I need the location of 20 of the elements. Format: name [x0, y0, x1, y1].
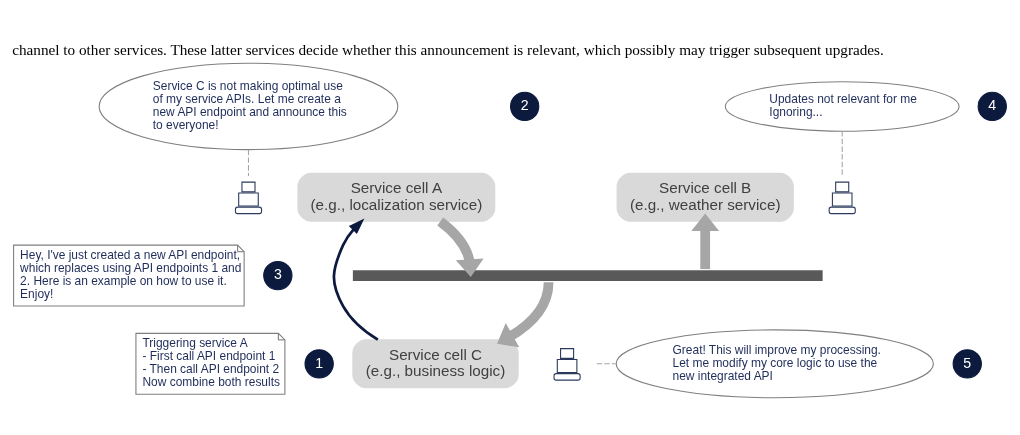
node-circle: 2	[510, 91, 540, 121]
node-ellipse: Service C is not making optimal use of my service APIs. Let me create a new API endpoint and announce this to everyone!	[98, 62, 399, 150]
node-circle: 1	[304, 348, 334, 378]
node-bar	[352, 269, 823, 281]
connector	[247, 148, 250, 176]
node-circle: 5	[952, 348, 982, 378]
node-ellipse: Great! This will improve my processing. Let me modify my core logic to use the new integrated API	[615, 328, 934, 398]
node-circle: 3	[263, 260, 293, 290]
arrow	[497, 281, 554, 347]
connector	[596, 362, 617, 364]
node-circle: 4	[977, 91, 1007, 121]
node-box: Service cell B (e.g., weather service)	[616, 172, 794, 222]
arrow	[691, 212, 720, 269]
arrow	[437, 217, 484, 277]
connector	[841, 130, 843, 177]
node-box: Service cell A (e.g., localization service)	[297, 172, 496, 222]
node-ellipse: Updates not relevant for me Ignoring...	[724, 80, 960, 132]
node-box: Service cell C (e.g., business logic)	[352, 338, 519, 388]
caption: channel to other services. These latter services decide whether this announcement is relevant, which possibly may trigger subsequent upgrades.	[12, 40, 884, 58]
arrow	[332, 217, 379, 341]
